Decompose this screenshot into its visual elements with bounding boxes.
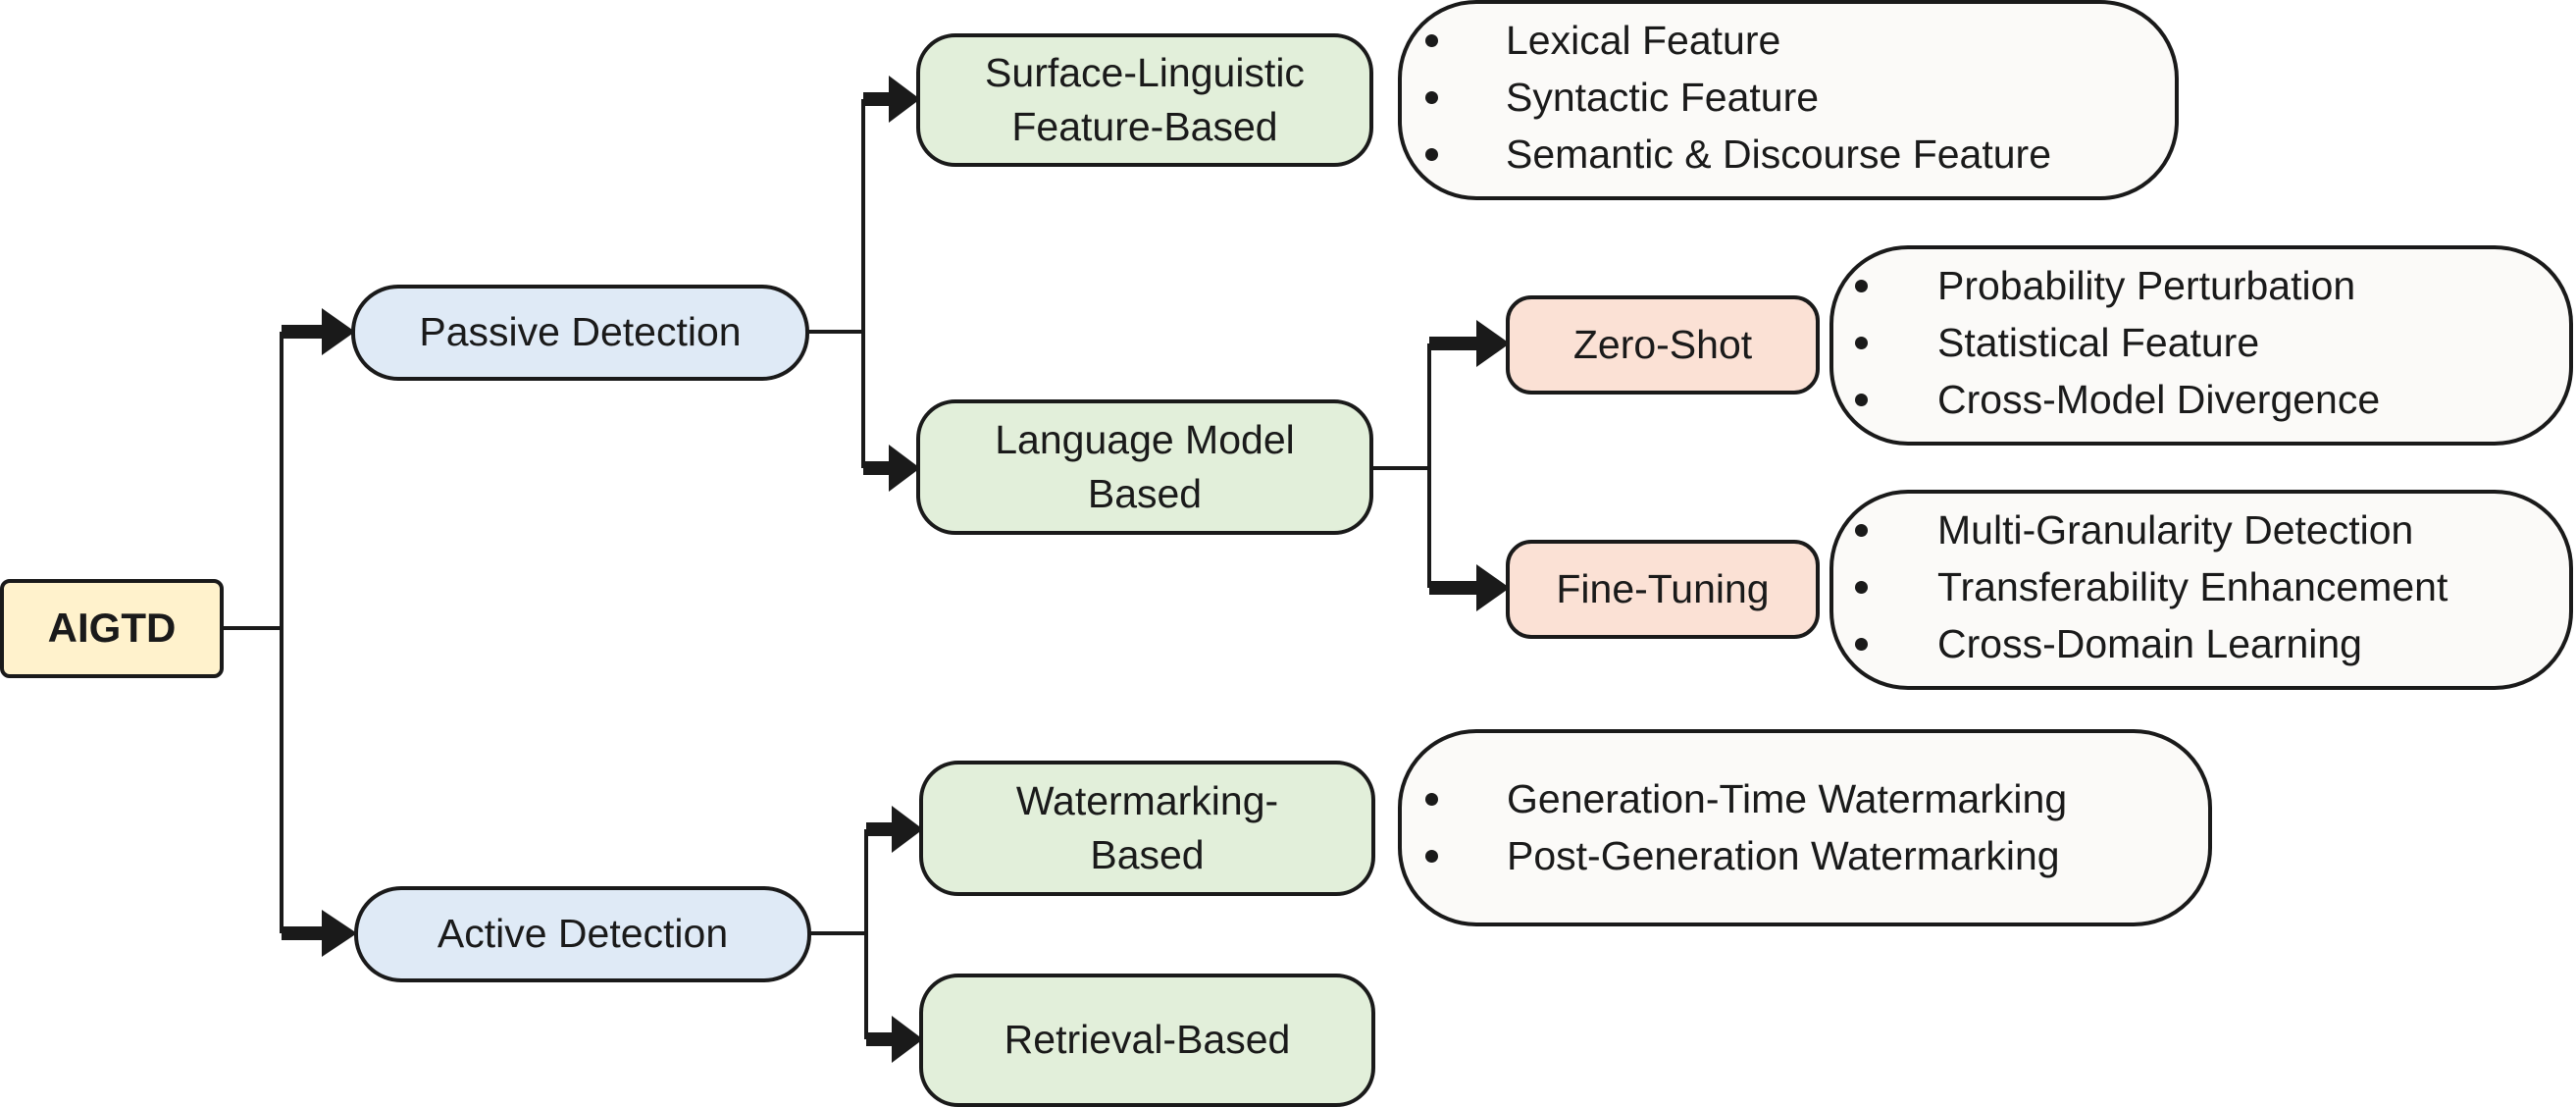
- retrieval-node: Retrieval-Based: [919, 974, 1375, 1107]
- fine-tuning-label: Fine-Tuning: [1556, 565, 1770, 611]
- detail-item: Multi-Granularity Detection: [1833, 501, 2569, 558]
- arrow-to-zero-shot: [1429, 320, 1510, 367]
- watermarking-node: Watermarking- Based: [919, 761, 1375, 896]
- passive-detection-node: Passive Detection: [351, 285, 809, 381]
- detail-item: Cross-Domain Learning: [1833, 615, 2569, 672]
- detail-item: Lexical Feature: [1402, 12, 2175, 69]
- passive-detection-label: Passive Detection: [419, 309, 742, 355]
- arrow-to-watermarking: [866, 806, 923, 853]
- watermarking-label-line-1: Watermarking-: [1015, 777, 1279, 823]
- watermarking-details-box: Generation-Time Watermarking Post-Genera…: [1398, 729, 2212, 926]
- bullet-icon: [1855, 638, 1868, 651]
- detail-item: Generation-Time Watermarking: [1402, 770, 2208, 827]
- surface-details-box: Lexical Feature Syntactic Feature Semant…: [1398, 0, 2179, 200]
- active-detection-label: Active Detection: [437, 911, 729, 957]
- bullet-icon: [1855, 337, 1868, 349]
- bullet-icon: [1855, 280, 1868, 292]
- surface-linguistic-label-line-1: Surface-Linguistic: [985, 49, 1305, 95]
- language-model-label-line-1: Language Model: [995, 416, 1295, 462]
- bullet-icon: [1425, 850, 1438, 863]
- bullet-icon: [1425, 91, 1438, 104]
- zero-shot-details-box: Probability Perturbation Statistical Fea…: [1829, 245, 2573, 446]
- detail-item: Cross-Model Divergence: [1833, 371, 2569, 428]
- active-detection-node: Active Detection: [354, 886, 811, 982]
- arrow-to-fine-tuning: [1429, 564, 1510, 611]
- detail-item: Statistical Feature: [1833, 314, 2569, 371]
- zero-shot-node: Zero-Shot: [1506, 295, 1820, 395]
- watermarking-details-list: Generation-Time Watermarking Post-Genera…: [1402, 770, 2208, 884]
- bullet-icon: [1855, 524, 1868, 537]
- bullet-icon: [1855, 581, 1868, 594]
- fine-tuning-node: Fine-Tuning: [1506, 540, 1820, 639]
- arrow-to-passive: [282, 308, 355, 355]
- zero-shot-label: Zero-Shot: [1572, 321, 1753, 367]
- surface-details-list: Lexical Feature Syntactic Feature Semant…: [1402, 12, 2175, 183]
- language-model-node: Language Model Based: [916, 399, 1373, 535]
- bullet-icon: [1425, 148, 1438, 161]
- detail-item: Syntactic Feature: [1402, 69, 2175, 126]
- bullet-icon: [1855, 394, 1868, 406]
- root-node: AIGTD: [0, 579, 224, 678]
- detail-item: Probability Perturbation: [1833, 257, 2569, 314]
- bullet-icon: [1425, 34, 1438, 47]
- detail-item: Post-Generation Watermarking: [1402, 827, 2208, 884]
- arrow-to-active: [282, 910, 357, 957]
- fine-tuning-details-box: Multi-Granularity Detection Transferabil…: [1829, 490, 2573, 690]
- surface-linguistic-node: Surface-Linguistic Feature-Based: [916, 33, 1373, 167]
- retrieval-label: Retrieval-Based: [1004, 1017, 1291, 1063]
- zero-shot-details-list: Probability Perturbation Statistical Fea…: [1833, 257, 2569, 428]
- detail-item: Semantic & Discourse Feature: [1402, 126, 2175, 183]
- bullet-icon: [1425, 793, 1438, 806]
- fine-tuning-details-list: Multi-Granularity Detection Transferabil…: [1833, 501, 2569, 672]
- detail-item: Transferability Enhancement: [1833, 558, 2569, 615]
- surface-linguistic-label-line-2: Feature-Based: [1011, 104, 1278, 149]
- root-label: AIGTD: [47, 605, 177, 652]
- arrow-to-language-model: [863, 445, 920, 492]
- arrow-to-retrieval: [866, 1016, 923, 1063]
- arrow-to-surface: [863, 76, 920, 123]
- language-model-label-line-2: Based: [1087, 471, 1203, 516]
- watermarking-label-line-2: Based: [1090, 832, 1205, 877]
